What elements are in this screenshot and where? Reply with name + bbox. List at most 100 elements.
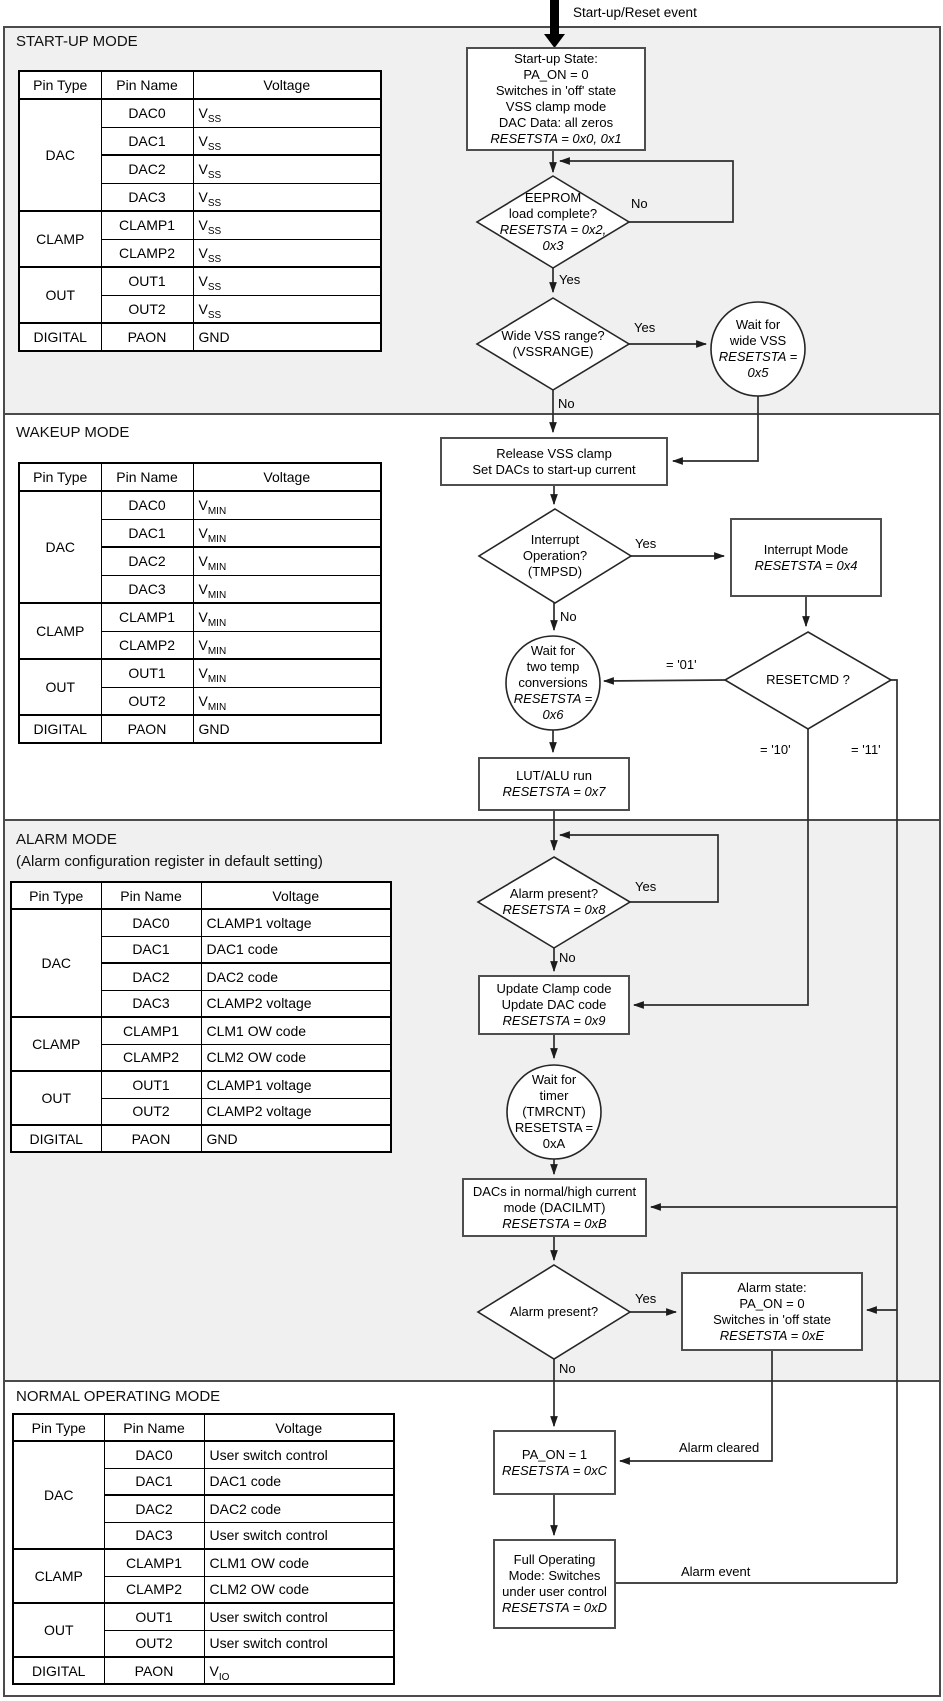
pin-name-cell: DAC1 [100, 126, 194, 156]
interrupt-mode-text: Interrupt Mode RESETSTA = 0x4 [731, 519, 881, 596]
edge-alarm-cleared [618, 1350, 773, 1465]
resetcmd-diamond [723, 631, 893, 730]
voltage-value: V [198, 105, 208, 122]
voltage-value: V [198, 553, 208, 570]
voltage-subscript: MIN [207, 533, 227, 545]
voltage-subscript: MIN [207, 506, 227, 518]
voltage-cell: VSS [192, 98, 382, 128]
interrupt-mode-box [730, 518, 882, 597]
table-row: OUT OUT1 CLAMP1 voltage [10, 1070, 392, 1126]
edge-resetcmd-01 [602, 677, 726, 685]
table-row: DIGITAL PAON GND [10, 1124, 392, 1153]
edge-resetcmd-10 [632, 729, 809, 1009]
table-row: DAC2 VMIN [19, 546, 382, 576]
node-text: Full Operating Mode: Switches under user… [502, 1552, 607, 1599]
pin-name-cell: CLAMP1 [103, 1548, 205, 1577]
voltage-value: V [198, 132, 208, 149]
pin-type-cell: DIGITAL [18, 714, 102, 744]
voltage-cell: VSS [192, 266, 382, 296]
node-resetsta-text: RESETSTA = 0xD [501, 1600, 608, 1615]
voltage-cell: CLM1 OW code [200, 1016, 392, 1045]
voltage-subscript: SS [207, 197, 222, 209]
voltage-cell: VMIN [192, 490, 382, 520]
voltage-value: User switch control [209, 1635, 328, 1652]
node-text: Wait for wide VSS [729, 317, 787, 348]
alarm1-no-label: No [559, 950, 576, 965]
voltage-value: V [198, 217, 208, 234]
voltage-value: GND [206, 1130, 238, 1147]
node-text: Update Clamp code Update DAC code [496, 981, 612, 1012]
voltage-cell: DAC2 code [200, 962, 392, 991]
voltage-cell: GND [192, 322, 382, 352]
pin-type-cell: DIGITAL [18, 322, 102, 352]
pin-name-cell: CLAMP1 [100, 210, 194, 240]
voltage-cell: CLM1 OW code [203, 1548, 395, 1577]
pin-name-cell: CLAMP2 [100, 630, 194, 660]
wakeup-mode-title: WAKEUP MODE [16, 424, 130, 441]
pin-name-cell: OUT2 [100, 1097, 202, 1126]
voltage-value: V [198, 161, 208, 178]
table-row: OUT2 VSS [19, 294, 382, 324]
pin-name-cell: DAC0 [100, 908, 202, 937]
voltage-subscript: MIN [207, 562, 227, 574]
voltage-cell: VIO [203, 1656, 395, 1685]
voltage-subscript: MIN [207, 674, 227, 686]
pin-name-cell: PAON [100, 322, 194, 352]
wakeup-pin-table: Pin Type Pin Name Voltage DAC DAC0 VMIN … [18, 462, 382, 744]
node-text: Alarm present? [509, 1304, 599, 1319]
voltage-header: Voltage [203, 1413, 395, 1442]
startup-reset-event-arrow [544, 0, 565, 48]
node-resetsta-text: RESETSTA = 0x2, 0x3 [499, 222, 607, 253]
table-row: DAC1 VMIN [19, 518, 382, 548]
table-row: OUT2 User switch control [13, 1629, 395, 1658]
voltage-subscript: MIN [207, 645, 227, 657]
pin-type-cell: DAC [18, 490, 102, 604]
table-row: CLAMP2 CLM2 OW code [11, 1043, 392, 1072]
pin-type-header: Pin Type [18, 462, 102, 492]
startup-state-text: Start-up State: PA_ON = 0 Switches in 'o… [467, 48, 645, 150]
alarm2-no-label: No [559, 1361, 576, 1376]
node-resetsta-text: RESETSTA = 0x0, 0x1 [490, 131, 622, 146]
alarm-mode-title: ALARM MODE [16, 831, 117, 848]
voltage-value: V [198, 244, 208, 261]
voltage-subscript: SS [207, 309, 222, 321]
pin-name-cell: CLAMP2 [100, 1043, 202, 1072]
vss-no-label: No [558, 396, 575, 411]
lut-alu-run-box [478, 757, 630, 811]
edge-eeprom-no-loop [558, 157, 734, 223]
voltage-value: CLM2 OW code [209, 1581, 310, 1598]
alarm-present2-diamond [476, 1264, 632, 1360]
voltage-value: DAC1 code [209, 1473, 282, 1490]
startup-pin-table: Pin Type Pin Name Voltage DAC DAC0 VSS D… [18, 70, 382, 352]
voltage-value: DAC2 code [209, 1500, 282, 1517]
voltage-cell: VSS [192, 126, 382, 156]
dacs-normal-mode-text: DACs in normal/high current mode (DACILM… [463, 1179, 646, 1236]
voltage-subscript: IO [218, 1671, 230, 1683]
eeprom-load-diamond [475, 175, 631, 269]
node-text: Interrupt Mode [763, 541, 849, 557]
voltage-value: V [198, 580, 208, 597]
voltage-value: V [198, 497, 208, 514]
alarm-mode-subtitle: (Alarm configuration register in default… [16, 853, 323, 870]
node-resetsta-text: RESETSTA = 0x5 [718, 349, 798, 380]
node-text: PA_ON = 1 [521, 1446, 588, 1462]
table-row: OUT2 CLAMP2 voltage [11, 1097, 392, 1126]
voltage-value: CLAMP2 voltage [206, 995, 312, 1012]
node-text: RESETCMD ? [766, 672, 850, 687]
table-header-row: Pin Type Pin Name Voltage [18, 462, 382, 492]
node-text: Release VSS clamp Set DACs to start-up c… [472, 445, 636, 477]
wide-vss-range-diamond [475, 297, 631, 391]
node-text: LUT/ALU run [516, 768, 592, 783]
voltage-value: V [198, 300, 208, 317]
pin-name-cell: DAC0 [103, 1440, 205, 1469]
table-row: DIGITAL PAON GND [18, 322, 382, 352]
pin-name-cell: CLAMP2 [103, 1575, 205, 1604]
voltage-cell: VMIN [192, 546, 382, 576]
interrupt-operation-diamond [477, 508, 633, 604]
pin-name-cell: DAC1 [100, 935, 202, 964]
voltage-value: CLM1 OW code [209, 1554, 310, 1571]
pin-name-header: Pin Name [100, 462, 194, 492]
eeprom-yes-label: Yes [559, 272, 581, 287]
